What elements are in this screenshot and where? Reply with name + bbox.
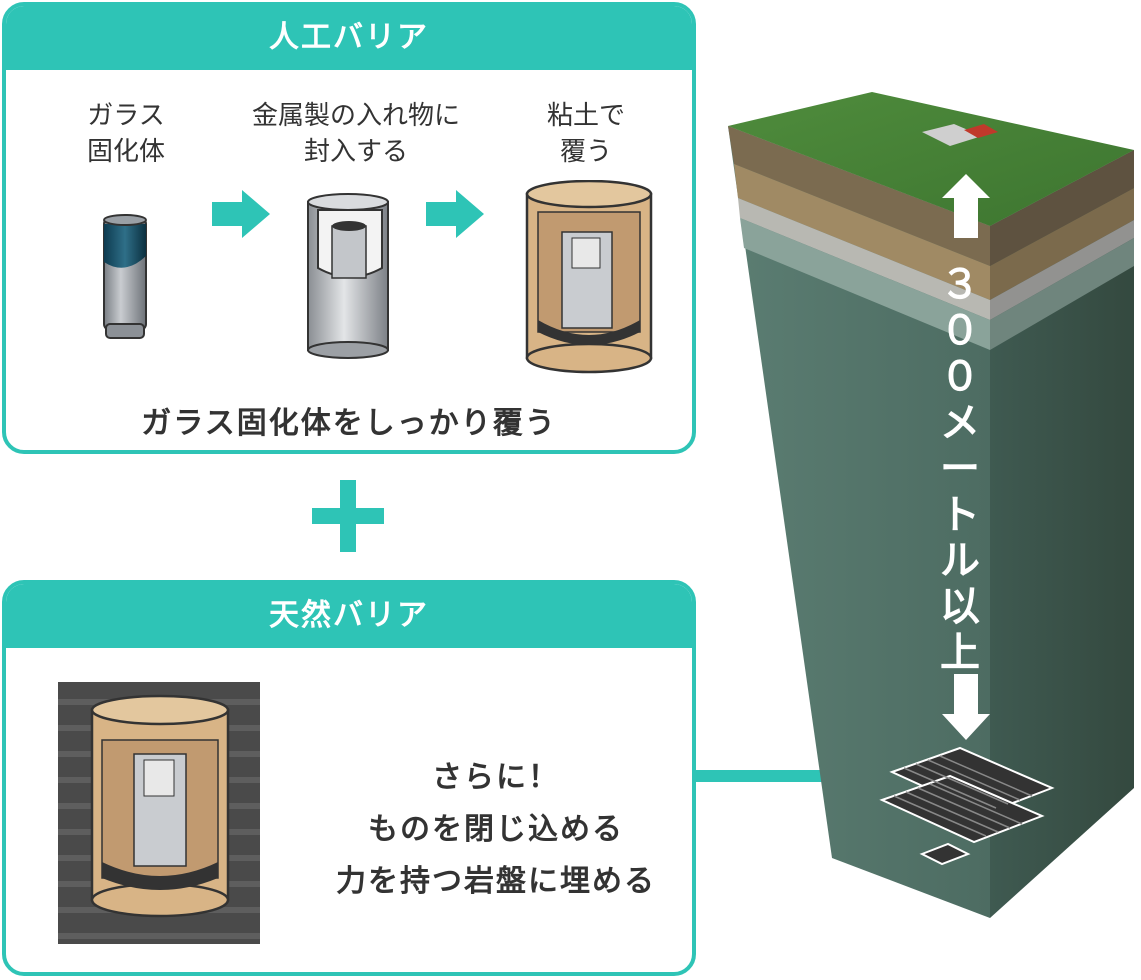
glass-canister-icon: [103, 214, 147, 339]
step-clay-label: 粘土で 覆う: [546, 101, 625, 167]
plus-icon: [312, 480, 384, 552]
rock-embedded-container-image: [58, 682, 260, 944]
arrow-right-icon: [426, 190, 484, 238]
natural-barrier-panel: 天然バリア さらに！ ものを閉じ込める 力を持つ岩盤に埋める: [2, 580, 696, 976]
clay-buffer-icon: [525, 180, 653, 374]
natural-barrier-text: さらに！ ものを閉じ込める 力を持つ岩盤に埋める: [336, 760, 656, 899]
depth-label: ３ ０ ０ メ ー ト ル 以 上: [940, 262, 980, 676]
artificial-barrier-title: 人工バリア: [6, 6, 692, 70]
natural-barrier-title: 天然バリア: [6, 584, 692, 648]
metal-container-icon: [307, 193, 389, 359]
artificial-barrier-panel: 人工バリア ガラス 固化体 金属製の入れ物に 封入する 粘土で 覆う: [2, 2, 696, 454]
geological-cross-section-image: [728, 92, 1134, 918]
arrow-right-icon: [212, 190, 270, 238]
artificial-barrier-caption: ガラス固化体をしっかり覆う: [141, 406, 557, 441]
step-metal-label: 金属製の入れ物に 封入する: [251, 101, 460, 167]
repository-tunnels: [879, 746, 1055, 866]
step-glass-label: ガラス 固化体: [86, 101, 165, 167]
